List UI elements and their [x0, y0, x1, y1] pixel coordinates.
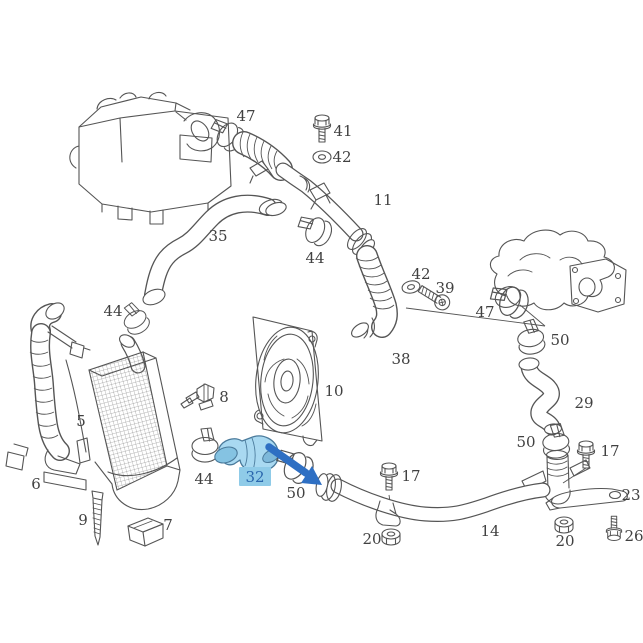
part-label-8: 8	[219, 388, 229, 406]
part-label-20-right: 20	[555, 532, 574, 550]
part-label-17-right: 17	[600, 442, 619, 460]
vent-line-6	[5, 302, 91, 491]
spring-screw-9	[91, 490, 104, 546]
part-label-50-right: 50	[516, 433, 535, 451]
label-32-highlight-box[interactable]	[239, 467, 271, 486]
electric-fan-10	[252, 316, 323, 447]
part-label-20-center: 20	[362, 530, 381, 548]
part-label-23: 23	[621, 486, 640, 504]
part-label-11: 11	[373, 191, 392, 209]
part-label-47-top: 47	[236, 107, 255, 125]
highlighted-hose-32[interactable]	[213, 435, 282, 473]
part-label-26: 26	[624, 527, 643, 545]
part-label-42-right: 42	[411, 265, 430, 283]
part-label-7: 7	[163, 516, 173, 534]
bolt-41	[312, 114, 332, 143]
corrugated-hose-38	[351, 245, 398, 339]
part-label-10: 10	[324, 382, 343, 400]
part-label-47-turbo: 47	[475, 303, 494, 321]
part-label-50-turbo: 50	[550, 331, 569, 349]
part-label-17-center: 17	[401, 467, 420, 485]
part-label-32[interactable]: 32	[245, 468, 264, 486]
hose-32-cut-end	[214, 446, 238, 464]
part-label-50-center: 50	[286, 484, 305, 502]
part-label-44-bottom: 44	[194, 470, 213, 488]
bracket-23	[545, 488, 628, 511]
part-label-29: 29	[574, 394, 593, 412]
air-filter-housing	[69, 91, 232, 225]
bolt-26	[605, 515, 623, 541]
part-label-14: 14	[480, 522, 499, 540]
part-label-35: 35	[208, 227, 227, 245]
selection-arrow	[265, 443, 322, 485]
hose-35	[142, 194, 287, 306]
arrow-head	[301, 466, 322, 485]
s-hose-29	[518, 357, 563, 436]
hose-clamp-44-bottom	[191, 427, 219, 463]
intercooler-5	[76, 351, 181, 511]
part-label-41: 41	[333, 122, 352, 140]
washer-42-top	[312, 150, 332, 164]
part-label-39: 39	[435, 279, 454, 297]
nut-20-right	[554, 516, 574, 534]
part-label-5: 5	[76, 412, 86, 430]
screw-39	[417, 285, 451, 311]
hose-32-body[interactable]	[218, 435, 280, 473]
arrow-shaft	[265, 443, 310, 477]
bolt-17-right	[576, 440, 596, 469]
part-label-44-left: 44	[103, 302, 122, 320]
part-label-38: 38	[391, 350, 410, 368]
highlighted-part-callout-32[interactable]: 32	[239, 467, 271, 486]
bolt-17-center	[379, 462, 399, 491]
corrugated-intake-hose	[232, 131, 293, 181]
bracket-7	[127, 517, 164, 547]
charge-pipe-11	[249, 160, 376, 257]
part-label-9: 9	[78, 511, 88, 529]
charge-pipe-14	[315, 473, 551, 527]
part-label-44-pipe: 44	[305, 249, 324, 267]
part-label-42-top: 42	[332, 148, 351, 166]
turbo-manifold	[489, 229, 627, 313]
sensor-8	[180, 383, 215, 411]
part-label-6: 6	[31, 475, 41, 493]
nut-20-center	[381, 528, 401, 546]
